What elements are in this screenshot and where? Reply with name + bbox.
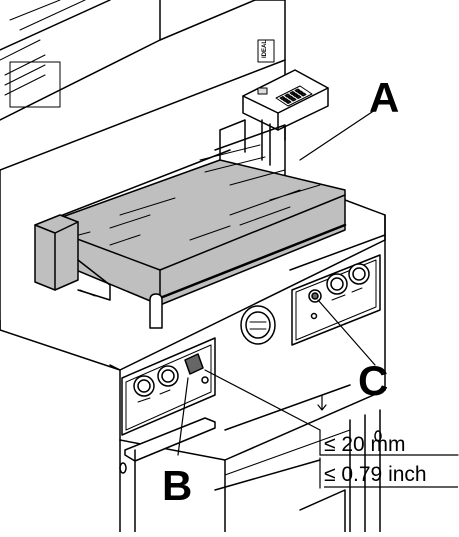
measurement-metric: ≤ 20 mm: [324, 433, 406, 456]
left-sensor-housing: [34, 214, 111, 301]
control-keypad: [242, 69, 329, 166]
transparent-front-cover: [39, 119, 347, 329]
machine-back-housing: [0, 0, 286, 171]
callout-b: B: [162, 462, 192, 509]
leader-lines: [177, 109, 459, 489]
callout-a: A: [369, 74, 399, 121]
handwheel: [240, 305, 276, 345]
two-hand-operation-button: [184, 353, 204, 375]
machine-stand: [119, 384, 382, 533]
measurement-imperial: ≤ 0.79 inch: [324, 463, 427, 486]
brand-label: IDEAL: [262, 40, 268, 58]
brand-plate: [257, 39, 275, 63]
right-control-panel: [308, 263, 370, 320]
callout-c: C: [358, 357, 388, 404]
left-control-panel: [121, 337, 216, 436]
